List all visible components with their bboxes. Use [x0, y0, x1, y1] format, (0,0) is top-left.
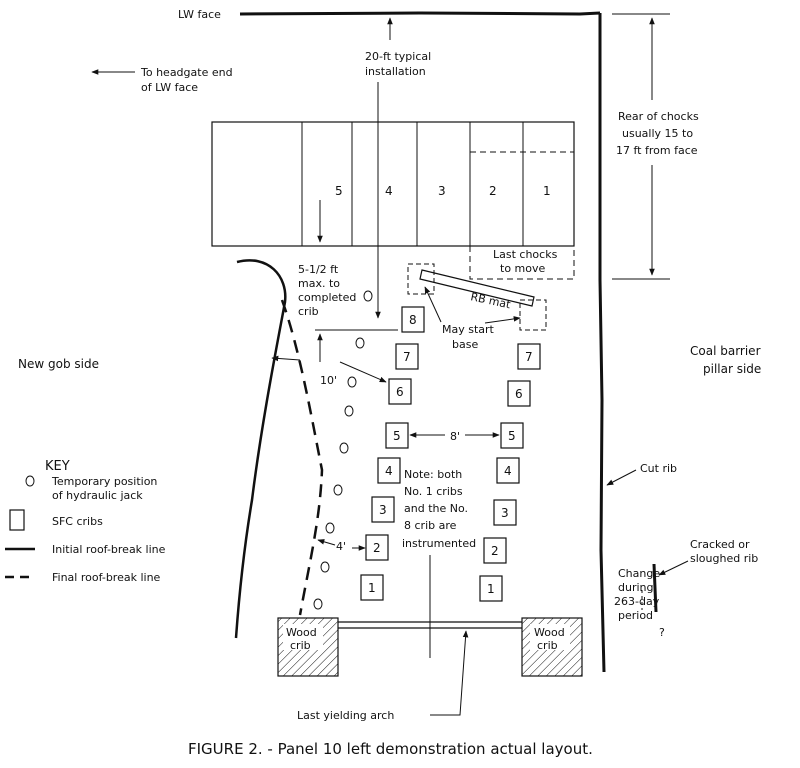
coal-barrier-label-2: pillar side: [703, 362, 761, 376]
hydraulic-jacks: [313, 290, 373, 610]
change-label-2: during: [618, 581, 654, 594]
last-chocks-label-2: to move: [500, 262, 545, 275]
crib-right-5: 5: [508, 429, 516, 443]
note-line-4: 8 crib are: [404, 519, 457, 532]
max-distance-dimension: 5-1/2 ft max. to completed crib: [298, 200, 398, 362]
note-line-5: instrumented: [402, 537, 476, 550]
headgate-label-1: To headgate end: [140, 66, 233, 79]
max-label-3: completed: [298, 291, 356, 304]
note-line-1: Note: both: [404, 468, 462, 481]
legend-jack-1: Temporary position: [51, 475, 157, 488]
max-label-4: crib: [298, 305, 319, 318]
crib-left-3: 3: [379, 503, 387, 517]
lw-face-label: LW face: [178, 8, 221, 21]
jack-circle: [347, 376, 357, 388]
cut-rib-label: Cut rib: [640, 462, 677, 475]
chock-5: 5: [335, 184, 343, 198]
change-label-1: Change: [618, 567, 660, 580]
rb-mat: RB mat May start base: [407, 263, 547, 351]
legend-initial: Initial roof-break line: [52, 543, 166, 556]
may-start-label-1: May start: [442, 323, 495, 336]
cribs-right-column: 7 6 5 4 3 2 1: [479, 343, 541, 602]
dim-8-label: 8': [450, 430, 460, 443]
note-line-2: No. 1 cribs: [404, 485, 463, 498]
figure-caption: FIGURE 2. - Panel 10 left demonstration …: [188, 740, 593, 758]
gob-side-label: New gob side: [18, 357, 99, 371]
jack-circle: [325, 522, 335, 534]
legend-title: KEY: [45, 459, 70, 474]
typical-installation-dimension: 20-ft typical installation: [365, 17, 431, 319]
cracked-label-2: sloughed rib: [690, 552, 758, 565]
dim-4-label: 4': [336, 540, 346, 553]
crib-left-7: 7: [403, 350, 411, 364]
typical-label-2: installation: [365, 65, 426, 78]
crib-right-2: 2: [491, 544, 499, 558]
rb-mat-label: RB mat: [469, 290, 512, 311]
chock-block: 5 4 3 2 1 Last chocks to move: [211, 121, 575, 280]
jack-circle: [344, 405, 354, 417]
chock-4: 4: [385, 184, 393, 198]
jack-circle: [355, 337, 365, 349]
crib-left-4: 4: [385, 464, 393, 478]
jack-circle: [333, 484, 343, 496]
crib-right-4: 4: [504, 464, 512, 478]
crib-right-6: 6: [515, 387, 523, 401]
note-line-3: and the No.: [404, 502, 468, 515]
crib-left-1: 1: [368, 581, 376, 595]
may-start-label-2: base: [452, 338, 478, 351]
jack-circle: [313, 598, 323, 610]
legend-jack-symbol: [25, 475, 35, 487]
coal-barrier-label-1: Coal barrier: [690, 344, 761, 358]
crib-left-6: 6: [396, 385, 404, 399]
chock-1: 1: [543, 184, 551, 198]
crib-left-5: 5: [393, 429, 401, 443]
instrumentation-note: Note: both No. 1 cribs and the No. 8 cri…: [402, 468, 476, 658]
last-yielding-arch: Wood crib Wood crib Last yielding arch: [277, 617, 583, 722]
legend: KEY Temporary position of hydraulic jack…: [5, 459, 166, 584]
cribs-left-column: 8 7 6 5 4 3 2 1: [360, 306, 425, 601]
rear-label-2: usually 15 to: [622, 127, 693, 140]
change-label-3: 263-day: [614, 595, 660, 608]
cracked-rib-callout: Cracked or sloughed rib Change during 26…: [614, 538, 758, 639]
cracked-label-1: Cracked or: [690, 538, 750, 551]
crib-left-8: 8: [409, 313, 417, 327]
typical-label-1: 20-ft typical: [365, 50, 431, 63]
rear-of-chocks-dimension: Rear of chocks usually 15 to 17 ft from …: [612, 13, 699, 280]
legend-sfc-symbol: [9, 509, 25, 531]
crib-left-2: 2: [373, 541, 381, 555]
last-arch-label: Last yielding arch: [297, 709, 394, 722]
chock-3: 3: [438, 184, 446, 198]
jack-circle: [320, 561, 330, 573]
wood-crib-left-2: crib: [290, 639, 311, 652]
wood-crib-right-2: crib: [537, 639, 558, 652]
max-label-1: 5-1/2 ft: [298, 263, 339, 276]
last-chocks-label-1: Last chocks: [493, 248, 558, 261]
lw-face: LW face: [178, 8, 601, 21]
rear-label-3: 17 ft from face: [616, 144, 698, 157]
crib-right-7: 7: [525, 350, 533, 364]
spacing-dimensions: 10' 8' 4': [271, 355, 500, 553]
crib-right-1: 1: [487, 582, 495, 596]
jack-circle: [339, 442, 349, 454]
question-mark: ?: [659, 626, 665, 639]
cut-rib-callout: Cut rib: [606, 462, 677, 486]
headgate-label-2: of LW face: [141, 81, 198, 94]
crib-right-3: 3: [501, 506, 509, 520]
roof-break-lines: [234, 259, 324, 639]
legend-jack-2: of hydraulic jack: [52, 489, 143, 502]
headgate-arrow: To headgate end of LW face: [91, 66, 233, 94]
wood-crib-right-1: Wood: [534, 626, 565, 639]
legend-final: Final roof-break line: [52, 571, 161, 584]
jack-circle: [363, 290, 373, 302]
legend-sfc: SFC cribs: [52, 515, 103, 528]
change-label-4: period: [618, 609, 653, 622]
coal-barrier-rib: [598, 13, 606, 673]
wood-crib-left-1: Wood: [286, 626, 317, 639]
rear-label-1: Rear of chocks: [618, 110, 699, 123]
max-label-2: max. to: [298, 277, 340, 290]
dim-10-label: 10': [320, 374, 337, 387]
chock-2: 2: [489, 184, 497, 198]
